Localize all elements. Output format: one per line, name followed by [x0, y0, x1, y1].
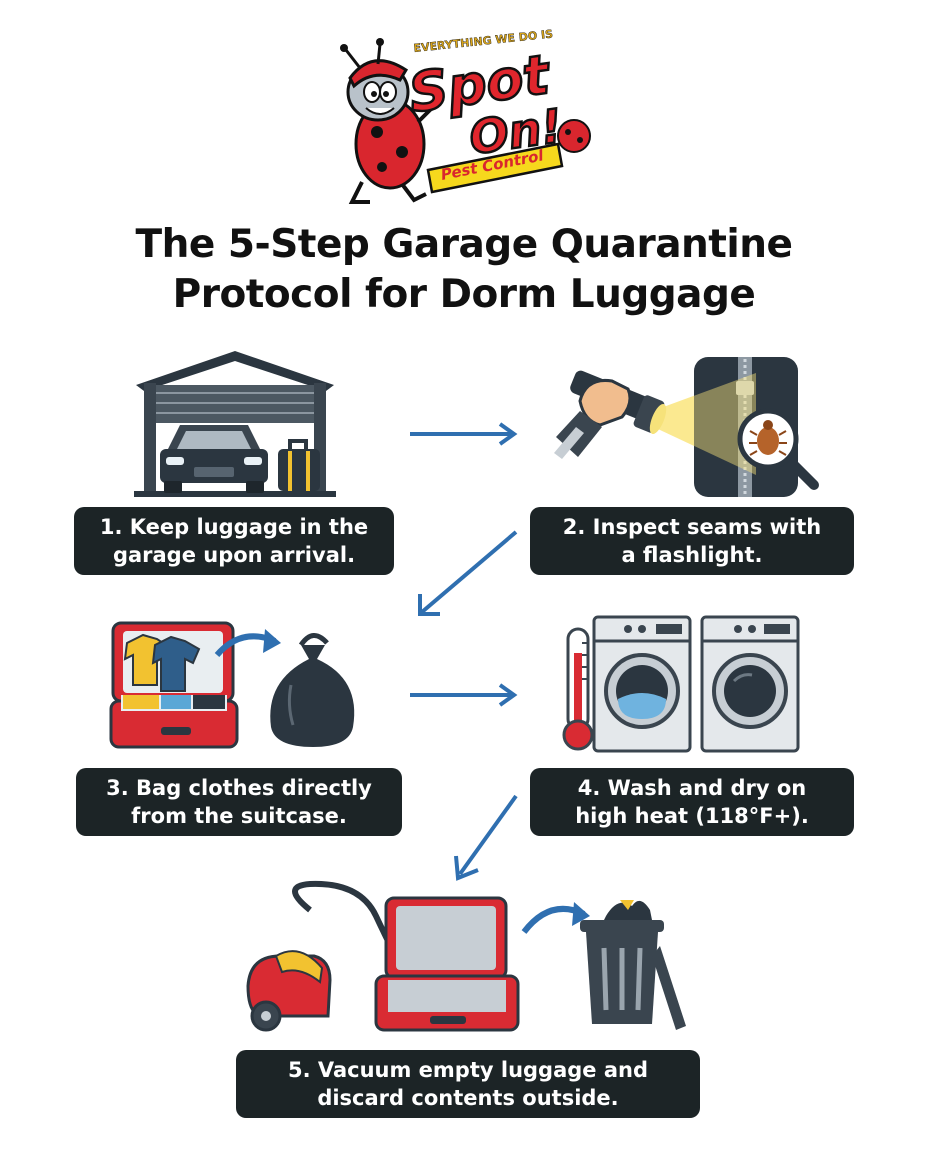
bed-bug-icon	[749, 420, 787, 456]
step-4-line2: high heat (118°F+).	[575, 804, 809, 828]
hand-icon	[554, 378, 632, 459]
step-2-line1: 2. Inspect seams with	[562, 515, 822, 539]
washing-machine-icon	[592, 615, 692, 753]
step-2-line2: a flashlight.	[621, 543, 763, 567]
arrow-diagonal-1	[412, 528, 522, 618]
step-5-line1: 5. Vacuum empty luggage and	[287, 1058, 649, 1082]
garage-icon	[134, 351, 336, 497]
page-title-line2: Protocol for Dorm Luggage	[172, 272, 756, 317]
step-5-caption: 5. Vacuum empty luggage and discard cont…	[236, 1050, 700, 1118]
spot-on-logo: EVERYTHING WE DO IS Spot On! Pest Contro…	[322, 12, 622, 208]
thermometer-icon	[562, 627, 594, 751]
laundry-illustration	[562, 615, 802, 755]
garage-illustration	[130, 345, 340, 500]
step-3-line2: from the suitcase.	[131, 804, 347, 828]
luggage-icon	[278, 439, 320, 491]
trash-can-icon	[580, 900, 686, 1030]
shirt-icon	[123, 633, 201, 692]
step-1-caption: 1. Keep luggage in the garage upon arriv…	[74, 507, 394, 575]
step-1-line1: 1. Keep luggage in the	[99, 515, 369, 539]
arrow-diagonal-2	[452, 792, 522, 882]
step-4-caption: 4. Wash and dry on high heat (118°F+).	[530, 768, 854, 836]
step-3-caption: 3. Bag clothes directly from the suitcas…	[76, 768, 402, 836]
garbage-bag-icon	[270, 633, 355, 747]
step-5-line2: discard contents outside.	[317, 1086, 619, 1110]
arrow-right-1	[408, 422, 520, 446]
step-2-caption: 2. Inspect seams with a flashlight.	[530, 507, 854, 575]
magnifier-icon	[737, 408, 819, 490]
page-title-line1: The 5-Step Garage Quarantine	[135, 222, 794, 267]
dryer-icon	[700, 615, 800, 753]
open-suitcase-empty-icon	[374, 896, 520, 1032]
inspection-illustration	[550, 355, 830, 500]
page-title: The 5-Step Garage Quarantine Protocol fo…	[0, 220, 928, 320]
ladybug-mascot-icon	[340, 38, 434, 204]
step-4-line1: 4. Wash and dry on	[577, 776, 807, 800]
step-3-line1: 3. Bag clothes directly	[106, 776, 372, 800]
car-icon	[160, 425, 268, 493]
vacuum-discard-illustration	[240, 876, 700, 1036]
step-1-line2: garage upon arrival.	[112, 543, 356, 567]
arrow-right-2	[408, 683, 520, 707]
bag-clothes-illustration	[105, 615, 365, 755]
